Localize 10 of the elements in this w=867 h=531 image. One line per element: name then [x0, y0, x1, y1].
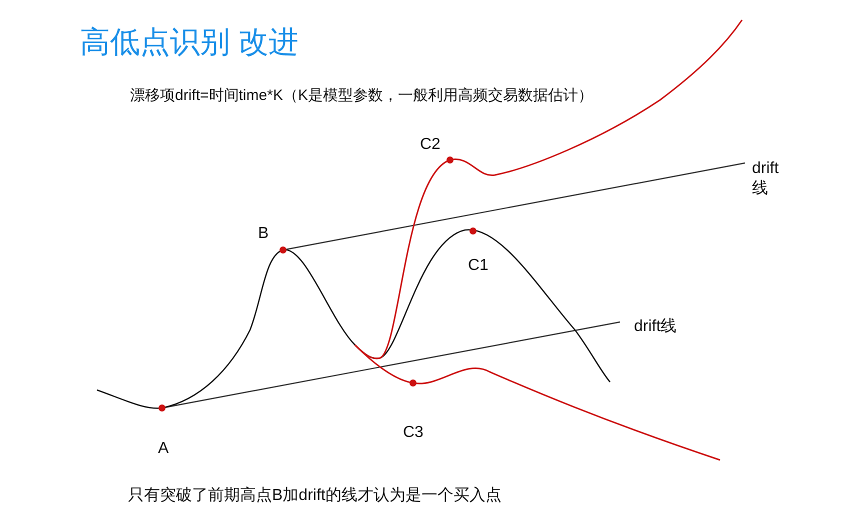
point-label: C3 [403, 424, 424, 442]
line-label: drift线 [634, 316, 677, 337]
point-label: A [158, 440, 169, 458]
title: 高低点识别 改进 [80, 25, 298, 61]
note-text: 只有突破了前期高点B加drift的线才认为是一个买入点 [128, 486, 502, 506]
point-label: C2 [420, 136, 440, 154]
point-label: B [258, 225, 269, 243]
line-label: drift 线 [752, 160, 780, 199]
point-label: C1 [468, 257, 488, 275]
formula-note: 漂移项drift=时间time*K（K是模型参数，一般利用高频交易数据估计） [130, 86, 593, 105]
